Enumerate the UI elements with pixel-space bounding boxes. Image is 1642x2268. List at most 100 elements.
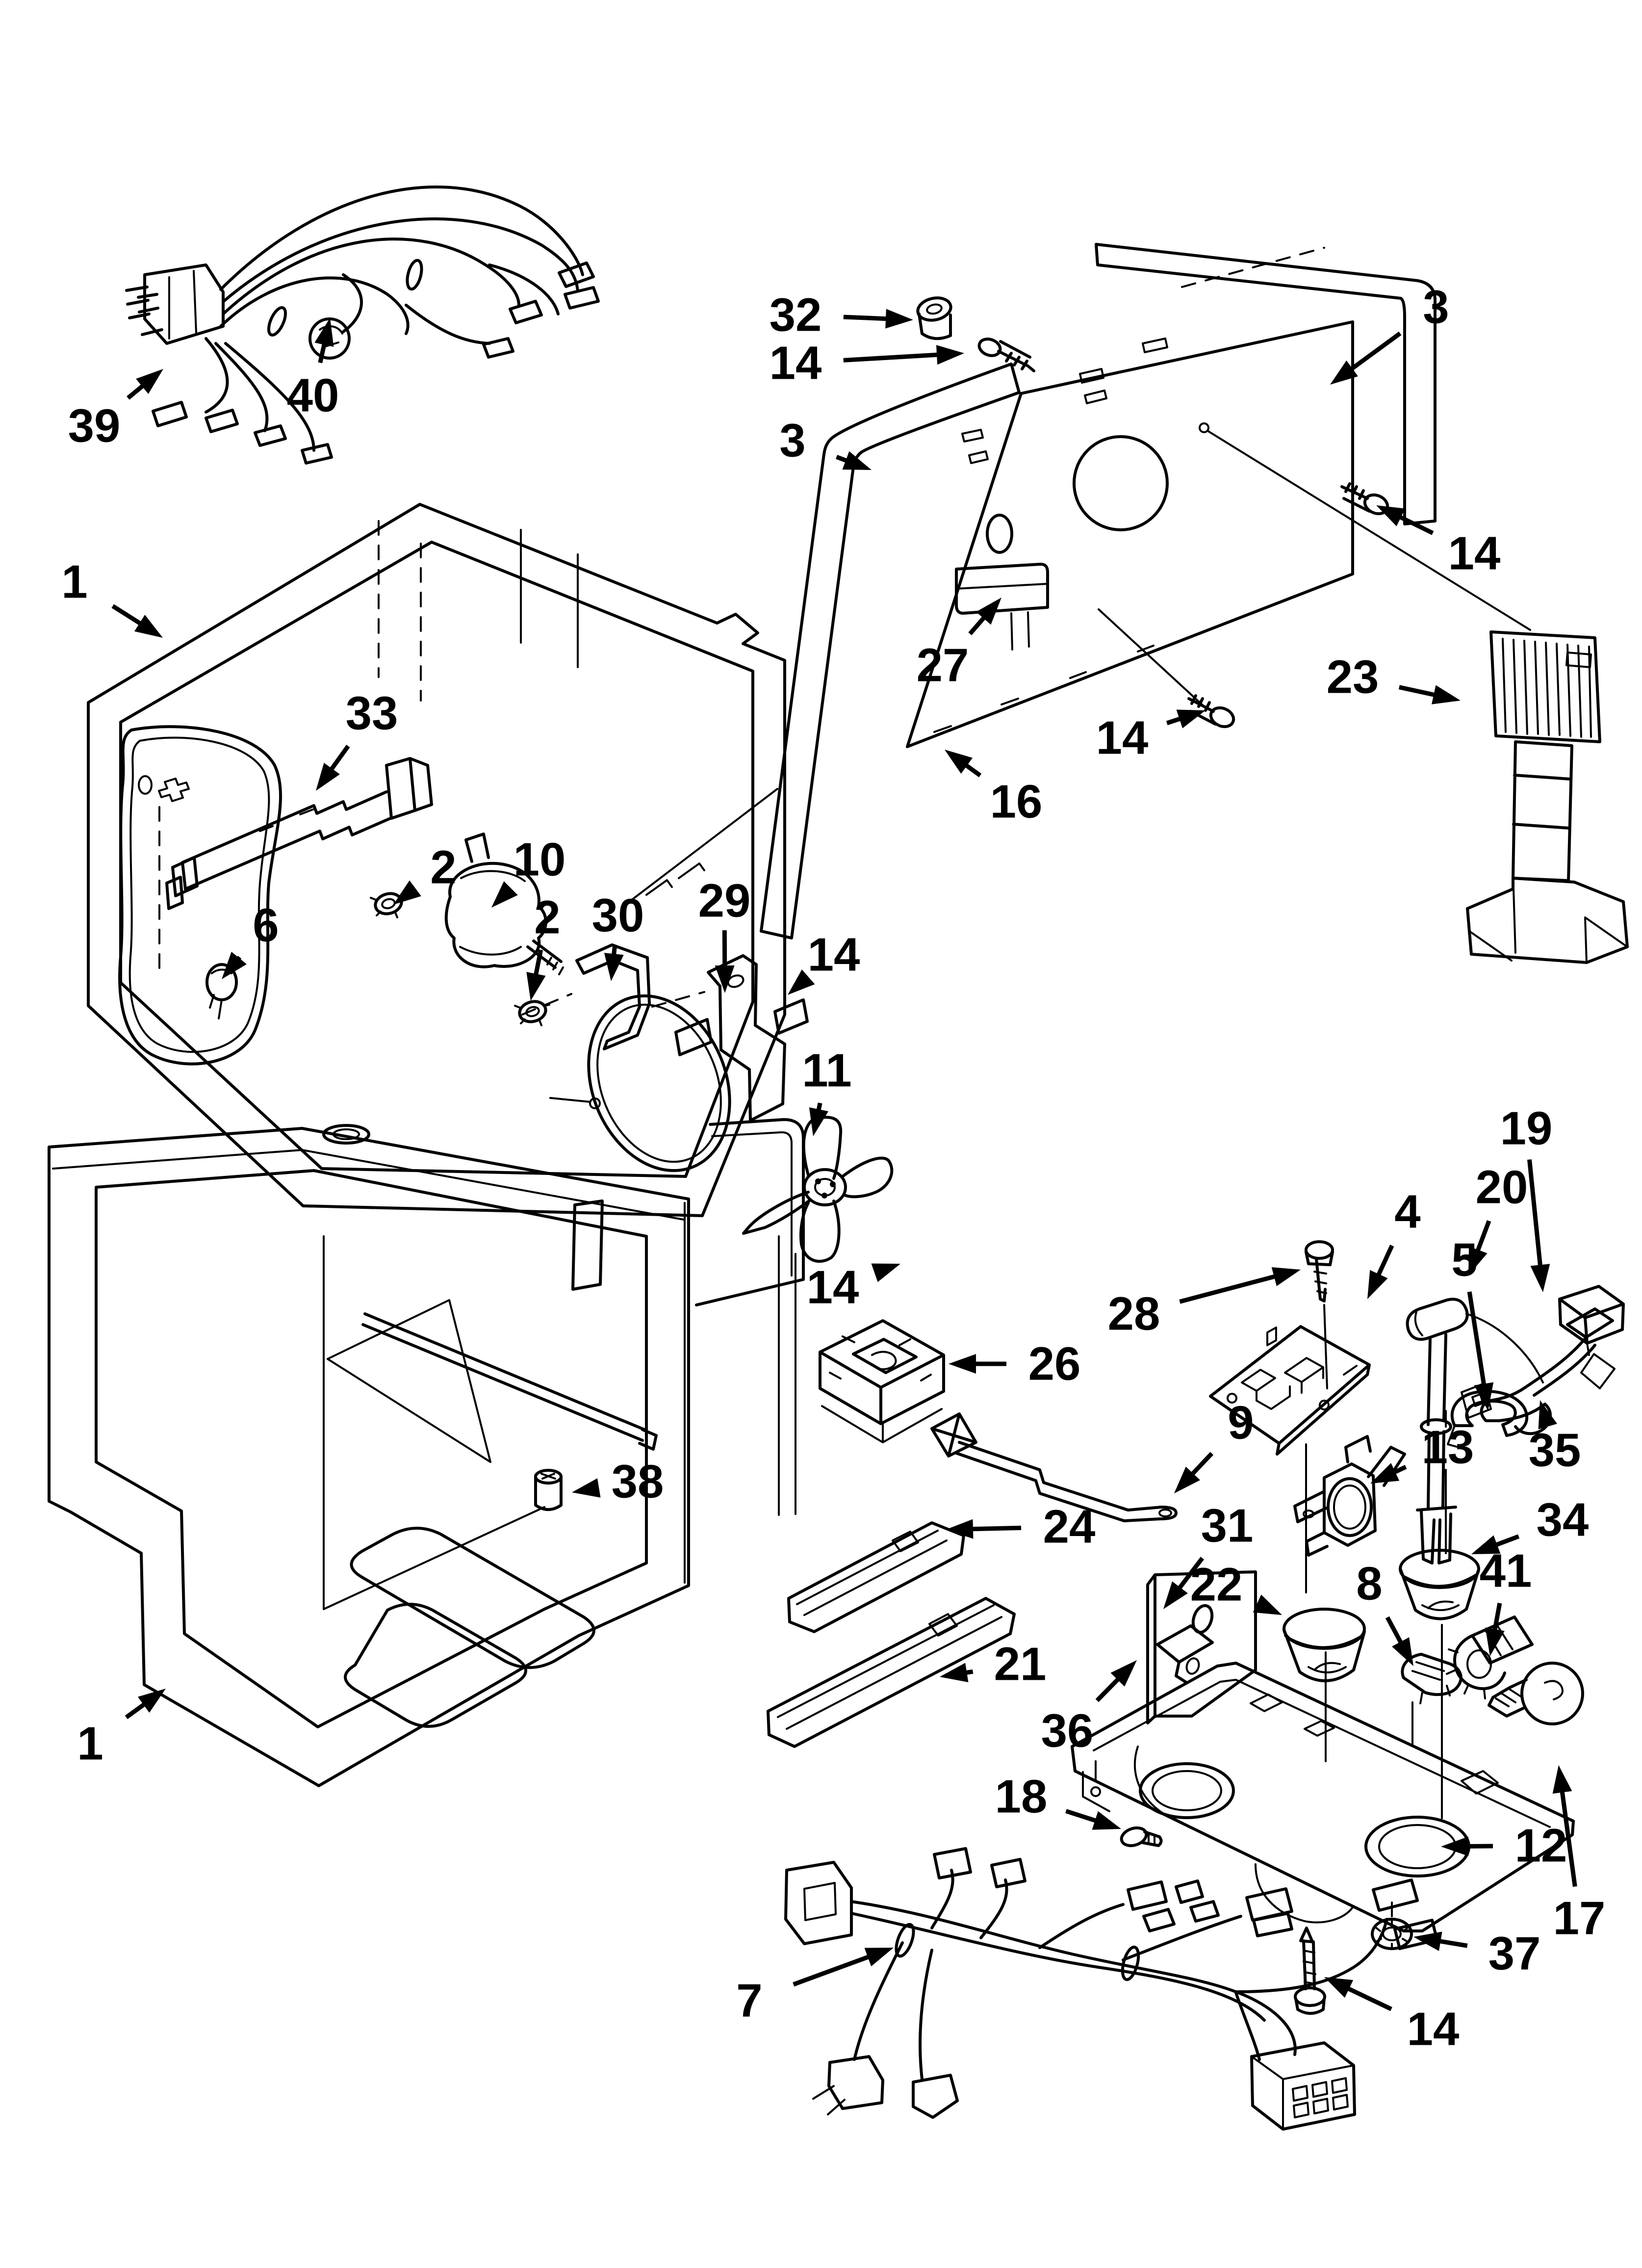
callout-39: 39: [68, 369, 163, 452]
thermostat-20: [1406, 1298, 1544, 1564]
callout-36: 36: [1041, 1660, 1137, 1757]
callout-arrowhead: [526, 972, 546, 1001]
callout-arrowhead: [885, 309, 913, 329]
callout-arrow-shaft: [1188, 1452, 1214, 1479]
spade-terminal: [558, 261, 600, 310]
damper-27: [955, 563, 1049, 615]
bracket-29: [674, 954, 809, 1122]
harness-wire: [488, 263, 560, 315]
callout-21: 21: [940, 1638, 1046, 1691]
callout-label: 29: [698, 875, 751, 927]
harness-wire: [222, 217, 579, 303]
control-tower-23: [1466, 630, 1629, 964]
callout-label: 2: [430, 841, 456, 894]
callout-31: 31: [1163, 1500, 1253, 1609]
callout-26: 26: [949, 1338, 1080, 1390]
callout-7: 7: [736, 1948, 894, 2027]
callout-arrowhead: [137, 1689, 166, 1713]
callout-label: 26: [1028, 1338, 1081, 1390]
callout-label: 40: [287, 369, 339, 422]
callout-arrowhead: [1174, 1466, 1200, 1493]
harness-wire: [405, 304, 491, 345]
wire-harness-upper: [125, 185, 600, 465]
callout-label: 20: [1476, 1161, 1528, 1214]
callout-arrowhead: [715, 965, 735, 993]
trim-frame-left: [760, 363, 1013, 933]
callout-arrow-shaft: [1491, 1602, 1502, 1635]
callout-label: 33: [346, 687, 398, 740]
harness-clip-35: [1461, 1307, 1614, 1435]
callout-label: 8: [1356, 1558, 1382, 1610]
callout-arrow-shaft: [843, 352, 942, 363]
callout-label: 1: [61, 556, 87, 608]
callout-14: 14: [1324, 1977, 1459, 2056]
callout-label: 9: [1228, 1397, 1254, 1449]
callout-arrowhead: [1471, 1535, 1501, 1554]
callout-arrow-shaft: [111, 604, 145, 628]
liner-opening: [119, 541, 754, 1178]
callout-arrowhead: [1376, 505, 1406, 526]
harness-wire: [214, 342, 269, 432]
bracket-33: [165, 757, 433, 910]
evap-fan-motor-10: [444, 833, 564, 975]
callout-arrowhead: [1485, 1627, 1505, 1656]
callout-14: 14: [1376, 505, 1500, 580]
callout-arrowhead: [1370, 1463, 1400, 1484]
support-bracket-9: [930, 1412, 1178, 1522]
shelf-rail: [361, 1312, 658, 1451]
callout-arrow-shaft: [1179, 1273, 1280, 1304]
callout-arrow-shaft: [1467, 1291, 1487, 1389]
liner-drain: [322, 1124, 370, 1145]
callout-arrow-shaft: [1559, 1787, 1577, 1887]
callout-label: 35: [1529, 1424, 1581, 1477]
callout-label: 14: [807, 1261, 859, 1314]
callout-arrowhead: [1367, 1270, 1388, 1299]
callout-arrowhead: [1538, 1400, 1557, 1430]
callout-label: 10: [513, 834, 566, 886]
callout-arrowhead: [1441, 1836, 1469, 1856]
callout-label: 16: [990, 776, 1043, 828]
callout-arrowhead: [314, 318, 334, 347]
fan-blade-11: [742, 1116, 894, 1263]
branch-connector: [933, 1847, 1026, 1888]
callout-arrowhead: [940, 1663, 969, 1682]
callout-arrow-shaft: [1474, 1220, 1491, 1255]
shelf-rail-21: [767, 1597, 1016, 1748]
spade-terminal: [152, 401, 239, 433]
callout-label: 14: [770, 337, 822, 390]
bracket-30: [575, 943, 651, 1050]
fan-hole: [1073, 435, 1169, 531]
refrigerator-liner: [48, 1127, 690, 1787]
callout-arrowhead: [936, 345, 964, 365]
callout-29: 29: [698, 875, 751, 993]
rocker-switch-8: [1401, 1653, 1462, 1704]
callout-label: 19: [1500, 1102, 1553, 1155]
alignment-line: [778, 1235, 796, 1516]
callout-arrow-shaft: [1435, 1938, 1468, 1948]
callout-9: 9: [1174, 1397, 1254, 1493]
callout-label: 32: [770, 289, 822, 341]
callout-14: 14: [770, 337, 964, 390]
callout-2: 2: [526, 891, 561, 1001]
callout-arrowhead: [842, 451, 872, 470]
callout-arrowhead: [871, 1263, 900, 1282]
callout-13: 13: [1370, 1421, 1474, 1484]
callout-24: 24: [946, 1501, 1095, 1553]
callout-32: 32: [770, 289, 913, 341]
callout-label: 14: [808, 929, 860, 981]
callout-arrowhead: [1092, 1811, 1121, 1830]
console-area: [767, 1521, 1584, 2131]
callout-label: 3: [779, 415, 805, 467]
callout-arrowhead: [1391, 1637, 1413, 1666]
callout-arrowhead: [1324, 1977, 1354, 1998]
callout-label: 24: [1043, 1501, 1096, 1553]
switch-19: [1558, 1285, 1625, 1389]
callout-label: 22: [1190, 1559, 1243, 1611]
callout-arrowhead: [316, 762, 340, 791]
callout-4: 4: [1367, 1186, 1421, 1299]
callout-arrow-shaft: [1175, 1557, 1205, 1593]
callout-16: 16: [945, 750, 1042, 828]
small-connector: [912, 2074, 959, 2119]
harness-wire: [219, 185, 584, 291]
